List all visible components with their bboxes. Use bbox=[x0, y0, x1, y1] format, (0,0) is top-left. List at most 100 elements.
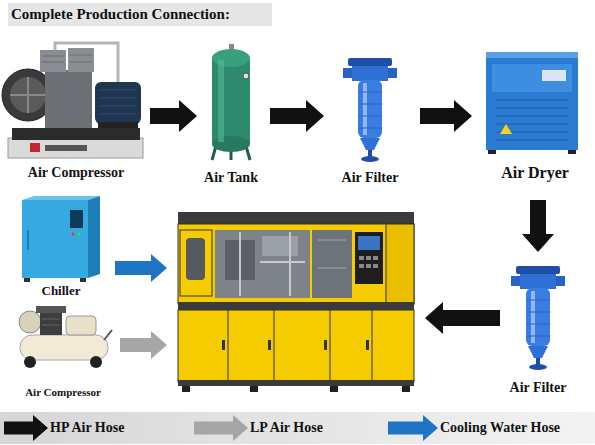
illustration-part bbox=[218, 60, 224, 142]
illustration-part bbox=[100, 90, 136, 91]
equipment-box: Air Filter bbox=[332, 45, 408, 185]
legend-swatch bbox=[388, 414, 438, 442]
illustration-part bbox=[243, 73, 249, 79]
hose-arrow bbox=[150, 100, 197, 132]
illustration-part bbox=[386, 224, 414, 304]
illustration-part bbox=[98, 122, 138, 128]
illustration-part bbox=[274, 310, 275, 382]
equipment-label: Air Tank bbox=[204, 170, 258, 185]
illustration-part bbox=[12, 128, 140, 140]
illustration-part bbox=[100, 114, 136, 115]
hose-arrow bbox=[115, 254, 167, 282]
illustration-part bbox=[68, 48, 94, 72]
hose-arrow bbox=[120, 331, 167, 359]
illustration-part bbox=[262, 236, 298, 256]
illustration-part bbox=[178, 212, 414, 224]
equipment-label: Air Compressor bbox=[25, 386, 101, 398]
illustration-part bbox=[40, 50, 66, 72]
illustration-part bbox=[36, 306, 66, 313]
illustration-part bbox=[72, 233, 75, 236]
legend-arrow bbox=[4, 415, 48, 441]
equipment-box: Air Tank bbox=[200, 40, 262, 185]
illustration-part bbox=[324, 340, 327, 350]
illustration-part bbox=[228, 310, 229, 382]
illustration-part bbox=[182, 386, 190, 392]
illustration-part bbox=[542, 70, 566, 81]
illustration-part bbox=[55, 43, 118, 82]
air-filter-illustration bbox=[343, 58, 397, 162]
illustration-part bbox=[366, 264, 371, 268]
illustration-part bbox=[495, 116, 568, 117]
machine-illustration bbox=[178, 212, 414, 392]
illustration-part bbox=[90, 356, 102, 368]
illustration-part bbox=[24, 356, 36, 368]
illustration-part bbox=[22, 200, 88, 278]
illustration-part bbox=[10, 77, 46, 113]
illustration-part bbox=[500, 124, 512, 134]
equipment-label: Air Filter bbox=[510, 380, 567, 395]
illustration-part bbox=[366, 256, 371, 260]
equipment-box: Air Dryer bbox=[478, 40, 592, 182]
illustration-part bbox=[268, 340, 271, 350]
compressor-illustration bbox=[2, 43, 143, 158]
illustration-part bbox=[495, 100, 568, 101]
illustration-part bbox=[100, 98, 136, 99]
illustration-part bbox=[80, 278, 86, 282]
illustration-part bbox=[359, 256, 364, 260]
illustration-part bbox=[42, 319, 60, 320]
illustration-part bbox=[178, 310, 414, 382]
illustration-part bbox=[178, 380, 414, 386]
legend-label: Cooling Water Hose bbox=[440, 420, 560, 436]
illustration-part bbox=[8, 138, 143, 158]
illustration-part bbox=[488, 150, 496, 154]
illustration-part bbox=[373, 256, 378, 260]
legend-swatch bbox=[194, 414, 248, 442]
illustration-part bbox=[212, 49, 250, 67]
equipment-box: Air Filter bbox=[502, 258, 574, 395]
illustration-part bbox=[42, 62, 64, 63]
illustration-part bbox=[366, 340, 369, 350]
equipment-box: Chiller bbox=[15, 188, 107, 298]
illustration-part bbox=[289, 232, 291, 296]
legend-swatch bbox=[4, 414, 48, 442]
illustration-part bbox=[180, 230, 212, 296]
equipment-label: Chiller bbox=[42, 284, 81, 298]
illustration-part bbox=[40, 313, 62, 335]
air-filter-illustration bbox=[511, 266, 565, 370]
equipment-label: Air Compressor bbox=[28, 165, 124, 180]
illustration-part bbox=[402, 386, 410, 392]
illustration-part bbox=[250, 386, 258, 392]
illustration-part bbox=[486, 58, 578, 150]
illustration-part bbox=[312, 230, 352, 298]
legend-item: LP Air Hose bbox=[194, 414, 323, 442]
air-tank-illustration bbox=[212, 44, 250, 160]
illustration-part bbox=[222, 340, 225, 350]
illustration-part bbox=[495, 108, 568, 109]
illustration-part bbox=[100, 106, 136, 107]
air-dryer-illustration bbox=[486, 52, 578, 154]
hose-arrow bbox=[522, 200, 554, 252]
illustration-part bbox=[19, 311, 41, 333]
illustration-part bbox=[10, 94, 46, 96]
illustration-part bbox=[45, 145, 87, 151]
illustration-part bbox=[22, 196, 100, 200]
illustration-part bbox=[373, 264, 378, 268]
legend-item: Cooling Water Hose bbox=[388, 414, 560, 442]
illustration-part bbox=[78, 233, 81, 236]
illustration-part bbox=[186, 238, 205, 280]
illustration-part bbox=[178, 302, 414, 310]
illustration-part bbox=[66, 316, 96, 335]
illustration-part bbox=[355, 232, 383, 284]
illustration-part bbox=[359, 264, 364, 268]
illustration-part bbox=[492, 64, 572, 92]
illustration-part bbox=[27, 230, 29, 250]
hose-arrow bbox=[270, 100, 324, 132]
illustration-part bbox=[30, 143, 40, 152]
illustration-part bbox=[104, 330, 112, 340]
illustration-part bbox=[212, 58, 250, 144]
legend-arrow bbox=[194, 415, 248, 441]
hose-arrow bbox=[420, 100, 472, 132]
